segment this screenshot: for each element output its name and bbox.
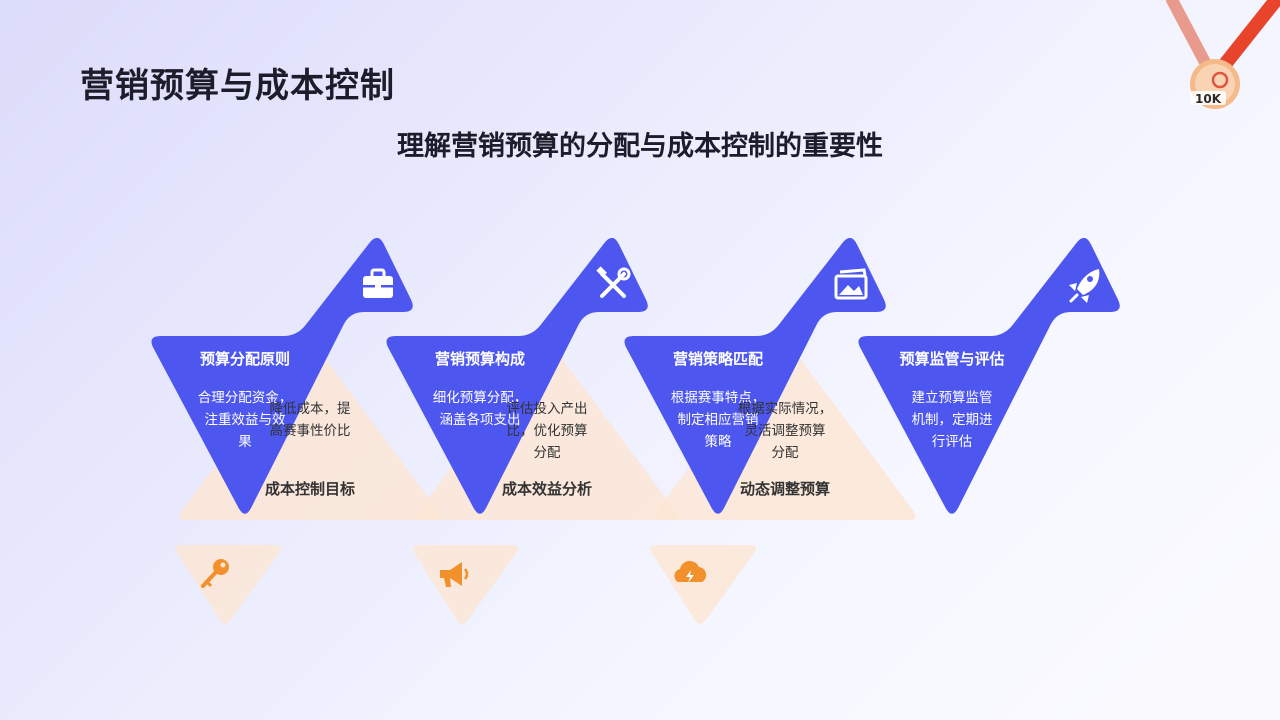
step-desc-line: 制定相应营销 bbox=[677, 412, 759, 428]
step-desc-line: 涵盖各项支出 bbox=[439, 412, 521, 428]
step-shape bbox=[386, 237, 648, 514]
page-subtitle: 理解营销预算的分配与成本控制的重要性 bbox=[397, 131, 883, 162]
step-desc-line: 机制，定期进 bbox=[911, 412, 993, 428]
step-title: 营销预算构成 bbox=[434, 350, 525, 368]
step-desc-line: 策略 bbox=[704, 434, 732, 450]
page-title: 营销预算与成本控制 bbox=[80, 66, 395, 106]
step-desc-line: 建立预算监管 bbox=[911, 390, 993, 406]
medal-badge: 10K bbox=[1166, 0, 1280, 109]
briefcase-icon bbox=[363, 268, 393, 298]
key-icon bbox=[201, 559, 229, 588]
goal-desc-line: 分配 bbox=[771, 445, 799, 461]
step-desc-line: 行评估 bbox=[931, 434, 973, 450]
goal-desc-line: 评估投入产出 bbox=[506, 401, 588, 417]
step-desc-line: 果 bbox=[238, 434, 252, 450]
goal-icon-holder bbox=[175, 545, 282, 624]
goal-title: 成本效益分析 bbox=[501, 480, 592, 498]
goal-desc-line: 比，优化预算 bbox=[506, 423, 588, 439]
tools-icon bbox=[596, 266, 631, 298]
step-title: 营销策略匹配 bbox=[672, 350, 763, 368]
step-desc-line: 合理分配资金， bbox=[197, 390, 293, 406]
step-title: 预算监管与评估 bbox=[899, 350, 1005, 368]
goal-desc-line: 降低成本，提 bbox=[269, 401, 351, 417]
step-title: 预算分配原则 bbox=[199, 350, 290, 368]
step-desc-line: 细化预算分配， bbox=[432, 390, 528, 406]
step-desc-line: 根据赛事特点， bbox=[670, 390, 766, 406]
rocket-icon bbox=[1069, 269, 1100, 303]
image-icon bbox=[834, 268, 868, 300]
step-shape bbox=[858, 237, 1120, 514]
cloud-lightning-icon bbox=[674, 560, 707, 583]
goal-desc-line: 根据实际情况， bbox=[737, 401, 833, 417]
goal-desc-line: 分配 bbox=[533, 445, 561, 461]
medal-text: 10K bbox=[1190, 91, 1226, 106]
goal-desc-line: 高赛事性价比 bbox=[269, 423, 351, 439]
goal-title: 动态调整预算 bbox=[739, 480, 830, 498]
goal-title: 成本控制目标 bbox=[264, 480, 355, 498]
step-desc-line: 注重效益与效 bbox=[204, 412, 286, 428]
svg-text:10K: 10K bbox=[1195, 92, 1222, 106]
step-shape bbox=[151, 237, 413, 514]
goal-icon-holder bbox=[650, 545, 757, 624]
megaphone-icon bbox=[440, 562, 469, 587]
step-shape bbox=[624, 237, 886, 514]
goal-icon-holder bbox=[412, 545, 519, 624]
goal-desc-line: 灵活调整预算 bbox=[744, 423, 826, 439]
